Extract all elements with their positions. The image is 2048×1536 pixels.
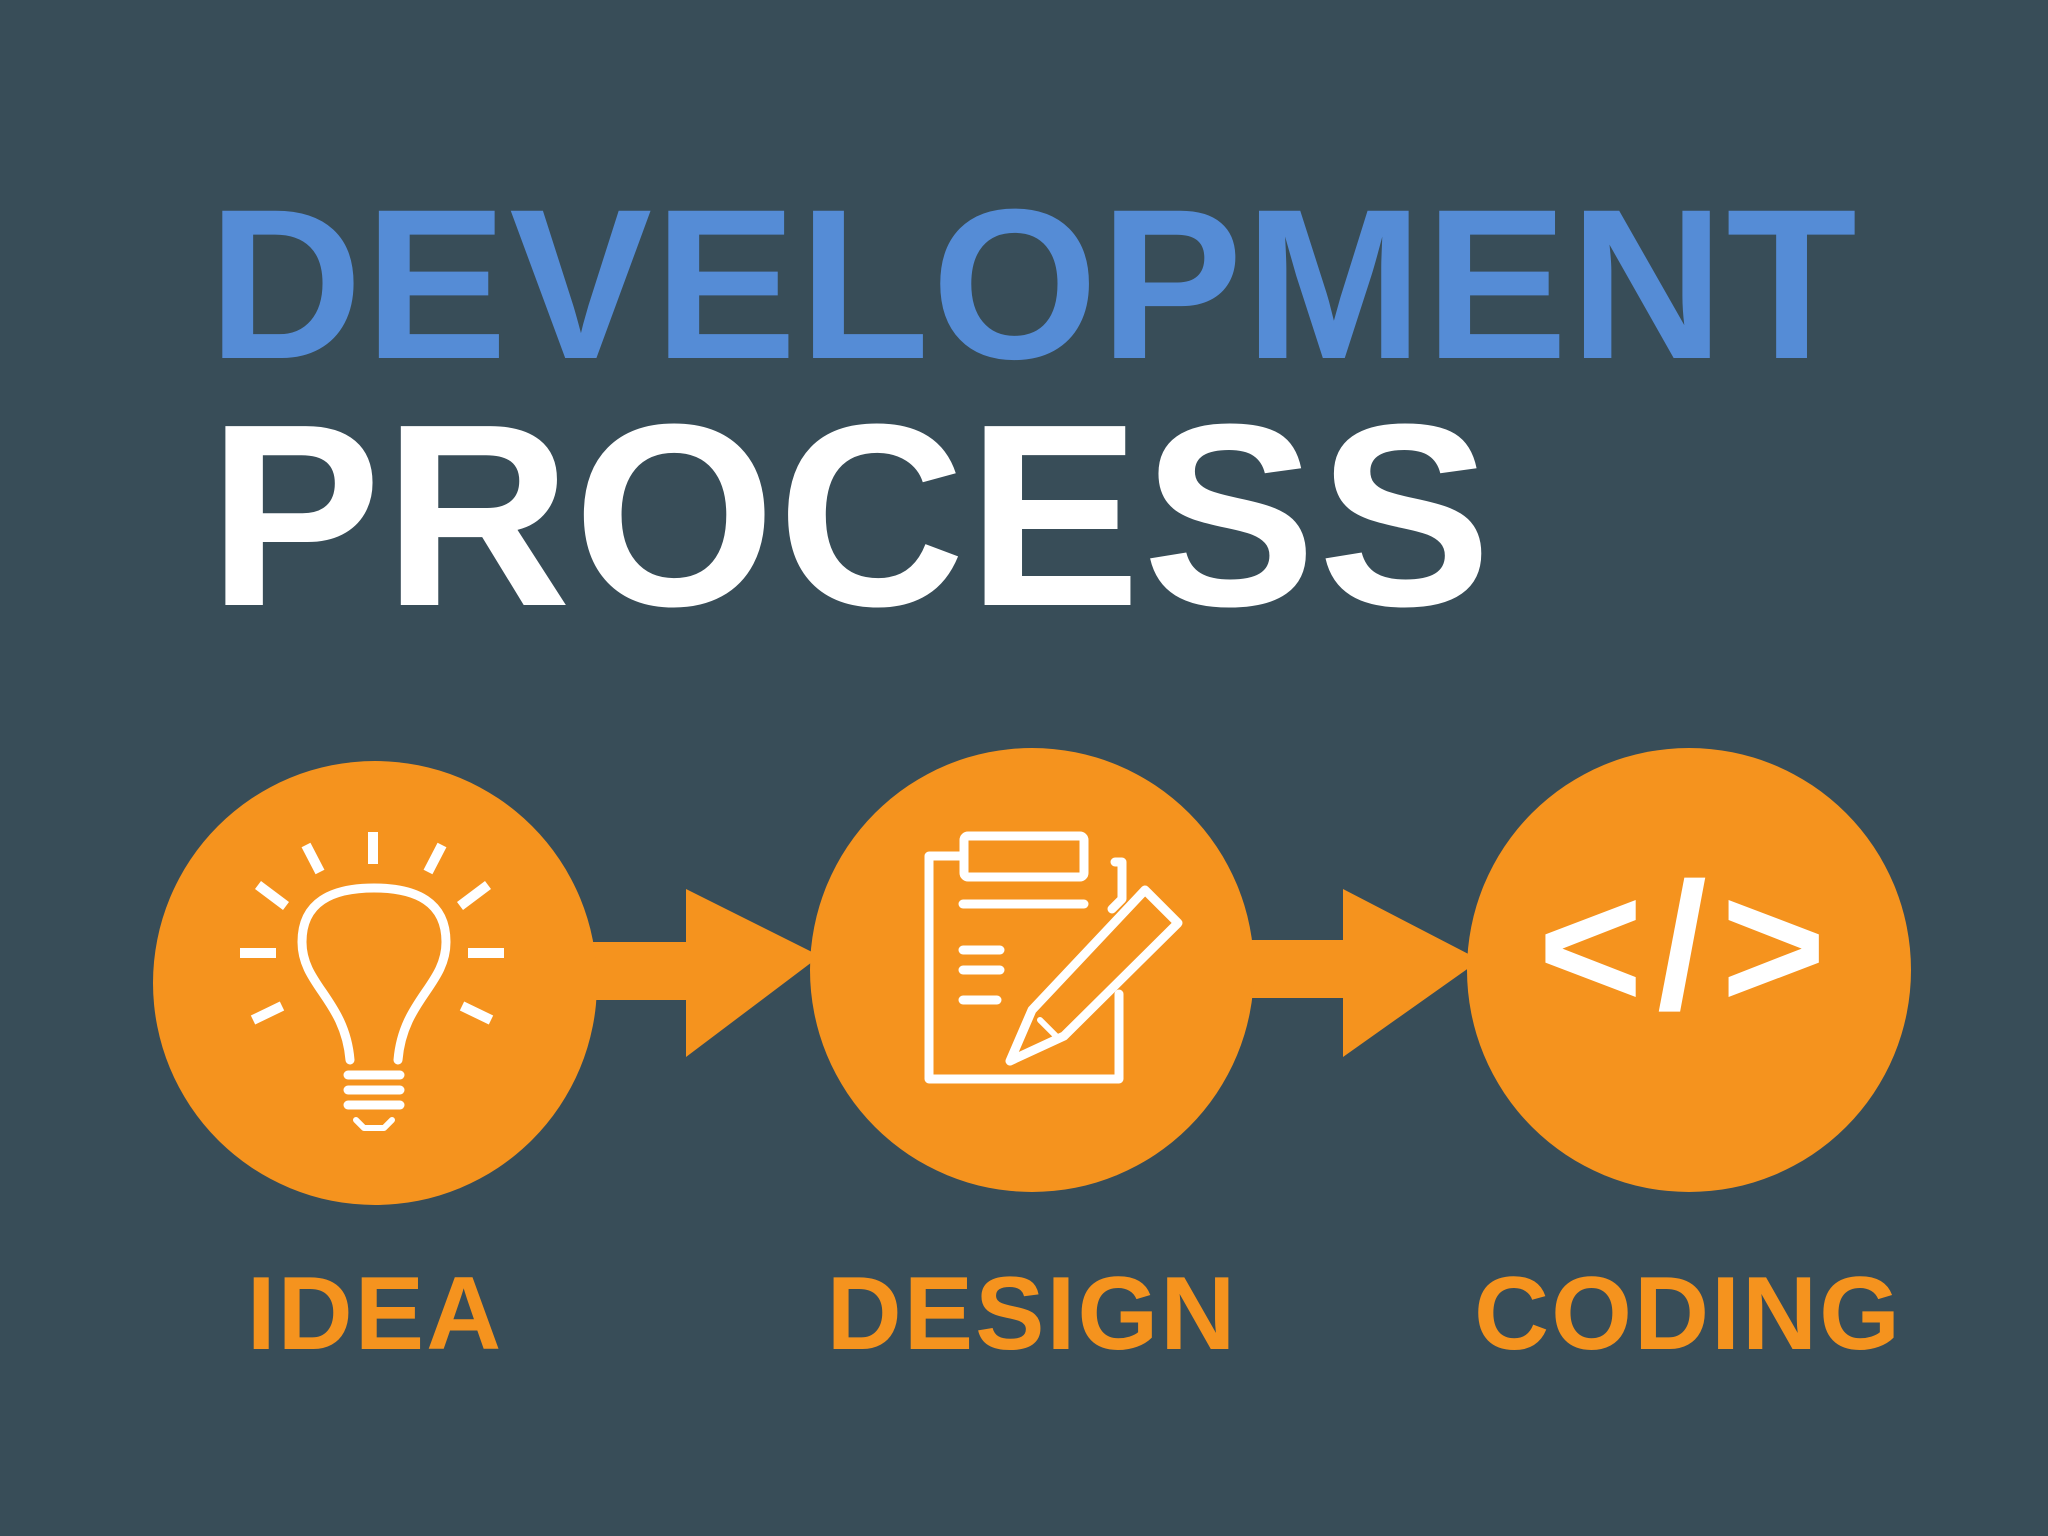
step-label-coding: CODING bbox=[1474, 1256, 1902, 1372]
title-development: DEVELOPMENT bbox=[208, 165, 1859, 404]
code-brackets-icon: </> bbox=[1538, 846, 1840, 1047]
step-circle-idea bbox=[153, 761, 597, 1205]
flow-arrow-design-to-coding bbox=[1210, 889, 1480, 1057]
clipboard-pencil-icon bbox=[924, 831, 1183, 1084]
light-rays bbox=[240, 832, 504, 1025]
step-circle-coding bbox=[1467, 748, 1911, 1192]
lightbulb-icon bbox=[240, 832, 504, 1131]
code-symbol: </> bbox=[1538, 846, 1840, 1047]
step-label-idea: IDEA bbox=[246, 1256, 504, 1372]
step-label-design: DESIGN bbox=[826, 1256, 1238, 1372]
flow-arrow-idea-to-design bbox=[560, 889, 820, 1057]
title-process: PROCESS bbox=[208, 371, 1494, 661]
step-circle-design bbox=[810, 748, 1254, 1192]
